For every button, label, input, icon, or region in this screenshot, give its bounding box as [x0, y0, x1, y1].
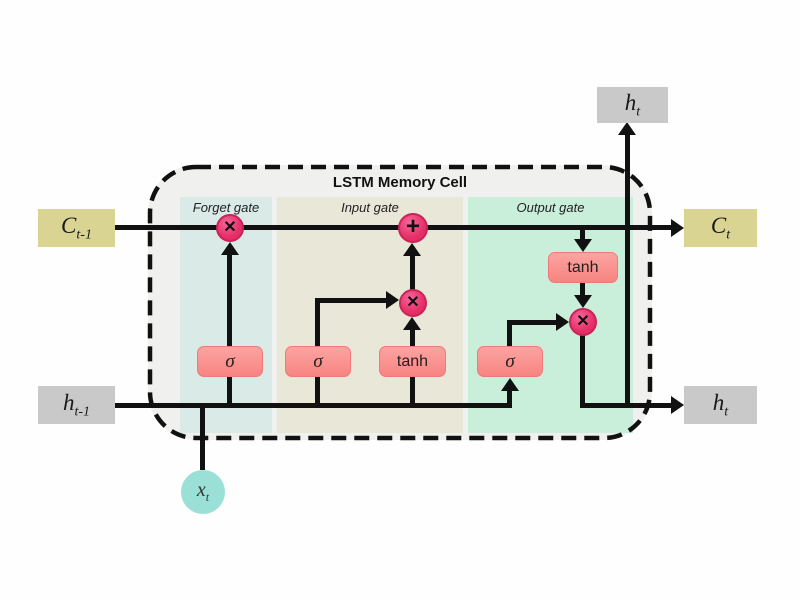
- hidden-state-line: [115, 403, 512, 408]
- multiply-to-h-line: [580, 334, 585, 408]
- arrow-into-add: [403, 243, 421, 256]
- forget-sigma-box: σ: [197, 346, 263, 377]
- sigma-label: σ: [313, 350, 323, 372]
- input-multiply-node: ✕: [399, 289, 427, 317]
- tanh-label: tanh: [396, 352, 429, 370]
- h-out-top-box: ht: [597, 87, 668, 123]
- sigma-label: σ: [225, 350, 235, 372]
- input-gate-region: [277, 197, 463, 433]
- arrow-into-output-multiply-left: [556, 313, 569, 331]
- arrow-into-c-next: [671, 219, 684, 237]
- arrow-into-input-multiply-left: [386, 291, 399, 309]
- output-gate-region: [468, 197, 633, 433]
- plus-icon: +: [405, 213, 420, 240]
- arrow-into-output-multiply-top: [574, 295, 592, 308]
- x-input-node: xt: [181, 470, 225, 514]
- arrow-into-h-top: [618, 122, 636, 135]
- h-prev-box: ht-1: [38, 386, 115, 424]
- multiply-icon: ✕: [406, 294, 420, 311]
- h-out-right-box: ht: [684, 386, 757, 424]
- h-out-top-label: ht: [624, 89, 641, 120]
- sigma-label: σ: [505, 350, 515, 372]
- multiply-to-add-line: [410, 252, 415, 290]
- input-tanh-box: tanh: [379, 346, 446, 377]
- add-node: +: [398, 213, 428, 243]
- forget-branch-line: [227, 252, 232, 408]
- arrow-into-h-next: [671, 396, 684, 414]
- multiply-icon: ✕: [576, 313, 590, 330]
- forget-multiply-node: ✕: [216, 214, 244, 242]
- c-next-box: Ct: [684, 209, 757, 247]
- h-prev-label: ht-1: [62, 389, 91, 420]
- cell-state-line: [115, 225, 672, 230]
- arrow-into-forget-multiply: [221, 242, 239, 255]
- x-input-line: [200, 406, 205, 470]
- h-out-right-label: ht: [712, 389, 729, 420]
- c-next-label: Ct: [710, 212, 731, 243]
- input-sigma-box: σ: [285, 346, 351, 377]
- output-multiply-node: ✕: [569, 308, 597, 336]
- c-prev-box: Ct-1: [38, 209, 115, 247]
- cell-title: LSTM Memory Cell: [332, 174, 468, 191]
- input-gate-label: Input gate: [341, 200, 399, 215]
- output-sigma-box: σ: [477, 346, 543, 377]
- output-gate-label: Output gate: [516, 200, 585, 215]
- x-input-label: xt: [196, 479, 210, 504]
- h-to-output-sigma-line: [507, 388, 512, 408]
- arrow-into-output-sigma: [501, 378, 519, 391]
- arrow-into-output-tanh: [574, 239, 592, 252]
- output-tanh-box: tanh: [548, 252, 618, 283]
- forget-gate-label: Forget gate: [192, 200, 260, 215]
- output-sigma-line-horizontal: [507, 320, 556, 325]
- input-sigma-line-horizontal: [315, 298, 386, 303]
- tanh-label: tanh: [567, 258, 599, 276]
- c-prev-label: Ct-1: [61, 212, 92, 243]
- arrow-into-input-multiply-bottom: [403, 317, 421, 330]
- multiply-icon: ✕: [223, 219, 237, 236]
